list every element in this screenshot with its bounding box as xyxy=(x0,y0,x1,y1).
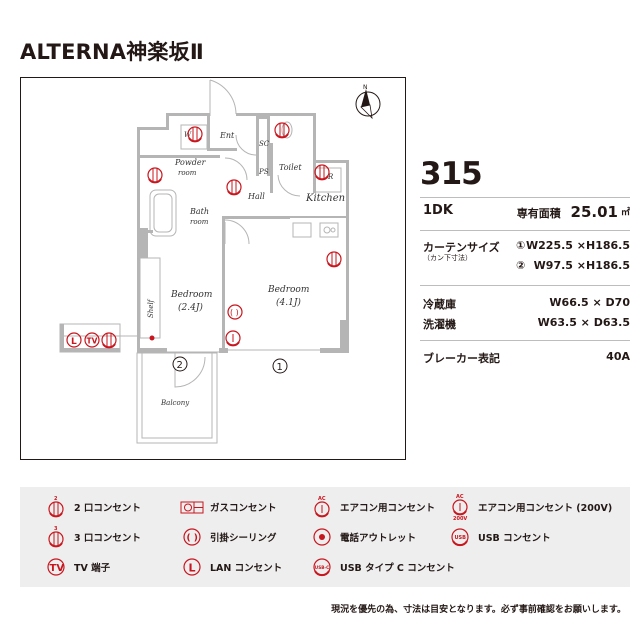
label-bedroom-large-size: (4.1J) xyxy=(276,297,301,308)
label-bedroom-small-size: (2.4J) xyxy=(178,302,203,313)
outlet-2-icon xyxy=(147,167,163,184)
svg-text:( ): ( ) xyxy=(230,308,239,317)
label-bath-1: Bath xyxy=(189,207,209,216)
svg-text:TV: TV xyxy=(50,563,65,574)
footnote: 現況を優先の為、寸法は目安となります。必ず事前確認をお願いします。 xyxy=(331,605,626,615)
breaker-label: ブレーカー表記 xyxy=(423,352,500,365)
outlet-2-icon xyxy=(326,251,342,268)
legend-item-tv-terminal: TV TV 端子 xyxy=(44,555,110,579)
label-balcony: Balcony xyxy=(160,399,190,407)
legend-item-outlet-2: 2 2 口コンセント xyxy=(44,495,141,519)
fridge-label: 冷蔵庫 xyxy=(423,298,456,311)
ac-outlet-icon xyxy=(225,330,241,347)
tv-terminal-icon: TV xyxy=(84,332,100,348)
outlet-2-icon xyxy=(226,179,242,196)
curtain-size-2: W97.5 ×H186.5 xyxy=(533,259,630,272)
area-value: 25.01 xyxy=(570,203,618,221)
svg-text:2: 2 xyxy=(54,496,58,502)
svg-text:( ): ( ) xyxy=(187,534,198,544)
compass-icon: N xyxy=(355,84,381,120)
window-marker-1: 1 xyxy=(272,358,288,374)
usb-c-outlet-icon: USB-C xyxy=(313,558,331,577)
window-marker-2: 2 xyxy=(172,356,188,372)
curtain-sublabel: （カン下寸法） xyxy=(423,254,472,262)
layout-type: 1DK xyxy=(423,203,453,218)
legend-item-ceiling-hook: ( ) 引掛シーリング xyxy=(180,525,277,549)
outlet-2-icon xyxy=(101,332,117,349)
curtain-size-1: W225.5 ×H186.5 xyxy=(526,239,630,252)
ceiling-hook-icon: ( ) xyxy=(227,304,243,320)
svg-text:200V: 200V xyxy=(453,516,467,521)
svg-text:2: 2 xyxy=(177,360,183,371)
label-ps: PS xyxy=(258,168,269,176)
floorplan-frame xyxy=(20,77,406,460)
label-bedroom-small: Bedroom xyxy=(170,290,212,300)
label-kitchen: Kitchen xyxy=(305,193,345,204)
legend-item-lan-outlet: L LAN コンセント xyxy=(180,555,282,579)
label-bath-2: room xyxy=(190,218,209,226)
svg-text:AC: AC xyxy=(318,496,326,502)
label-hall: Hall xyxy=(247,192,265,201)
legend-item-usb-c-outlet: USB-C USB タイプ C コンセント xyxy=(310,555,455,579)
svg-text:AC: AC xyxy=(456,494,464,500)
curtain-marker-1: ① xyxy=(516,239,526,252)
legend-item-outlet-3: 3 3 口コンセント xyxy=(44,525,141,549)
legend-item-ac-outlet: AC エアコン用コンセント xyxy=(310,495,435,519)
legend-item-usb-outlet: USB USB コンセント xyxy=(448,525,551,549)
outlet-2-icon: 2 xyxy=(48,496,64,518)
fridge-value: W66.5 × D70 xyxy=(549,296,630,309)
usb-outlet-icon: USB xyxy=(451,528,469,547)
svg-text:1: 1 xyxy=(277,362,283,373)
property-title: ALTERNA神楽坂Ⅱ xyxy=(20,40,204,64)
svg-text:3: 3 xyxy=(54,526,58,532)
svg-text:L: L xyxy=(189,562,196,575)
label-powder-2: room xyxy=(178,169,197,177)
floorplan: Ent SC PS Toilet Powder room Hall Kitche… xyxy=(59,79,381,444)
label-toilet: Toilet xyxy=(279,163,302,172)
outlet-3-icon: 3 xyxy=(48,526,64,548)
washer-label: 洗濯機 xyxy=(423,318,456,331)
svg-text:L: L xyxy=(71,337,77,347)
svg-text:USB: USB xyxy=(455,535,467,541)
svg-text:N: N xyxy=(363,84,368,91)
label-powder-1: Powder xyxy=(174,158,207,167)
phone-outlet-icon xyxy=(313,528,331,546)
label-sc: SC xyxy=(259,140,270,148)
ac-outlet-200v-icon: AC 200V xyxy=(452,494,468,521)
washer-value: W63.5 × D63.5 xyxy=(537,316,630,329)
area-unit: ㎡ xyxy=(620,208,630,218)
room-number: 315 xyxy=(420,156,483,192)
tv-terminal-icon: TV xyxy=(47,558,65,576)
label-ent: Ent xyxy=(219,131,235,140)
legend-item-gas-outlet: ガスコンセント xyxy=(180,495,277,519)
outlet-2-icon xyxy=(314,164,330,181)
curtain-label: カーテンサイズ xyxy=(423,241,500,254)
phone-outlet-icon xyxy=(149,335,155,341)
svg-text:USB-C: USB-C xyxy=(315,565,329,570)
ceiling-hook-icon: ( ) xyxy=(183,528,201,546)
legend-item-phone-outlet: 電話アウトレット xyxy=(310,525,416,549)
lan-outlet-icon: L xyxy=(183,558,201,576)
svg-text:TV: TV xyxy=(87,337,98,346)
area-label: 専有面積 xyxy=(516,207,561,220)
ac-outlet-icon: AC xyxy=(314,496,330,518)
label-r: R xyxy=(327,173,334,181)
gas-outlet-icon xyxy=(180,501,204,514)
walls xyxy=(137,113,349,353)
lan-outlet-icon: L xyxy=(66,332,82,348)
curtain-marker-2: ② xyxy=(516,259,526,272)
label-bedroom-large: Bedroom xyxy=(267,285,309,295)
label-shelf: Shelf xyxy=(147,298,155,318)
breaker-value: 40A xyxy=(606,350,630,363)
